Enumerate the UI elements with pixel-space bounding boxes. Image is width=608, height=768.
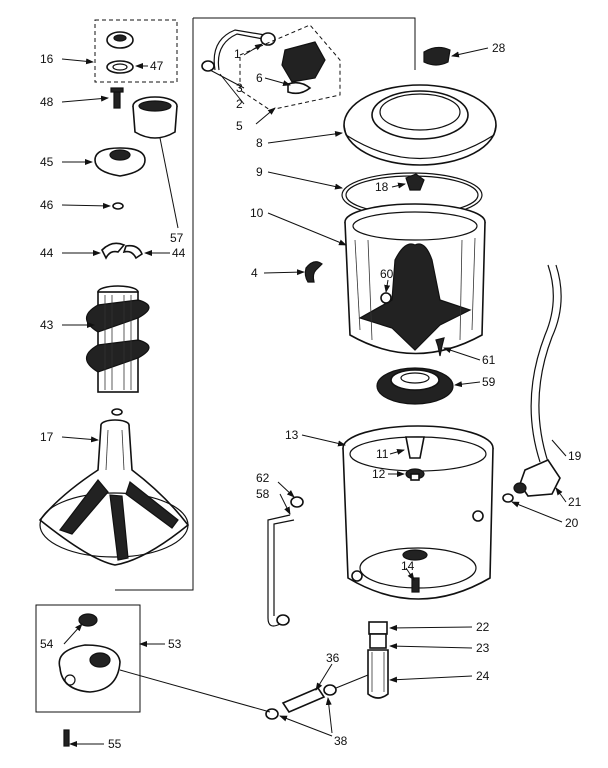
part-label-55: 55	[108, 737, 122, 751]
part-label-24: 24	[476, 669, 490, 683]
part-label-20: 20	[565, 516, 579, 530]
basket-clip	[304, 261, 323, 283]
part-label-5: 5	[236, 119, 243, 133]
part-label-47: 47	[150, 59, 164, 73]
outer-tub	[342, 425, 494, 600]
pump-hose-group	[502, 264, 562, 503]
group-boundary-lines	[115, 17, 416, 591]
hub-nut	[405, 173, 425, 191]
part-label-45: 45	[40, 155, 54, 169]
leader-lines	[61, 43, 567, 747]
connecting-hose	[265, 674, 369, 720]
agitator-stack	[38, 87, 190, 566]
part-label-61: 61	[482, 353, 496, 367]
inlet-hose-group	[201, 24, 341, 111]
part-label-46: 46	[40, 198, 54, 212]
tub-bolt	[411, 577, 420, 593]
part-label-23: 23	[476, 641, 490, 655]
tub-ring	[343, 84, 497, 166]
drive-screw	[435, 337, 445, 357]
part-number-labels: 16 47 48 45 46 57 44 44 43 17 1 3 2 5 6 …	[40, 41, 582, 751]
part-label-10: 10	[250, 206, 264, 220]
part-label-16: 16	[40, 52, 54, 66]
part-label-60: 60	[380, 267, 394, 281]
part-label-57: 57	[170, 231, 184, 245]
pump-box	[35, 604, 271, 747]
drain-hose-upper	[267, 496, 304, 627]
part-label-2: 2	[236, 97, 243, 111]
part-label-62: 62	[256, 471, 270, 485]
part-label-8: 8	[256, 136, 263, 150]
agitator-cap-group	[94, 19, 178, 83]
part-label-48: 48	[40, 95, 54, 109]
part-label-44-left: 44	[40, 246, 54, 260]
part-label-3: 3	[236, 81, 243, 95]
drain-pipe	[367, 621, 389, 699]
part-label-21: 21	[568, 495, 582, 509]
drive-hub	[405, 436, 425, 481]
part-label-43: 43	[40, 318, 54, 332]
part-label-54: 54	[40, 637, 54, 651]
tub-seal	[376, 367, 454, 405]
part-label-22: 22	[476, 620, 490, 634]
part-label-58: 58	[256, 487, 270, 501]
part-label-1: 1	[234, 47, 241, 61]
part-label-6: 6	[256, 71, 263, 85]
part-label-53: 53	[168, 637, 182, 651]
part-label-14: 14	[401, 559, 415, 573]
part-label-12: 12	[372, 467, 386, 481]
part-label-19: 19	[568, 449, 582, 463]
part-label-28: 28	[492, 41, 506, 55]
lid-pad	[423, 46, 451, 66]
part-label-38: 38	[334, 734, 348, 748]
part-label-9: 9	[256, 165, 263, 179]
part-label-17: 17	[40, 430, 54, 444]
part-label-44-right: 44	[172, 246, 186, 260]
part-label-11: 11	[376, 447, 389, 461]
part-label-59: 59	[482, 375, 496, 389]
part-label-13: 13	[285, 428, 299, 442]
part-label-4: 4	[251, 266, 258, 280]
part-label-18: 18	[375, 180, 389, 194]
part-label-36: 36	[326, 651, 340, 665]
spin-basket	[344, 203, 486, 355]
